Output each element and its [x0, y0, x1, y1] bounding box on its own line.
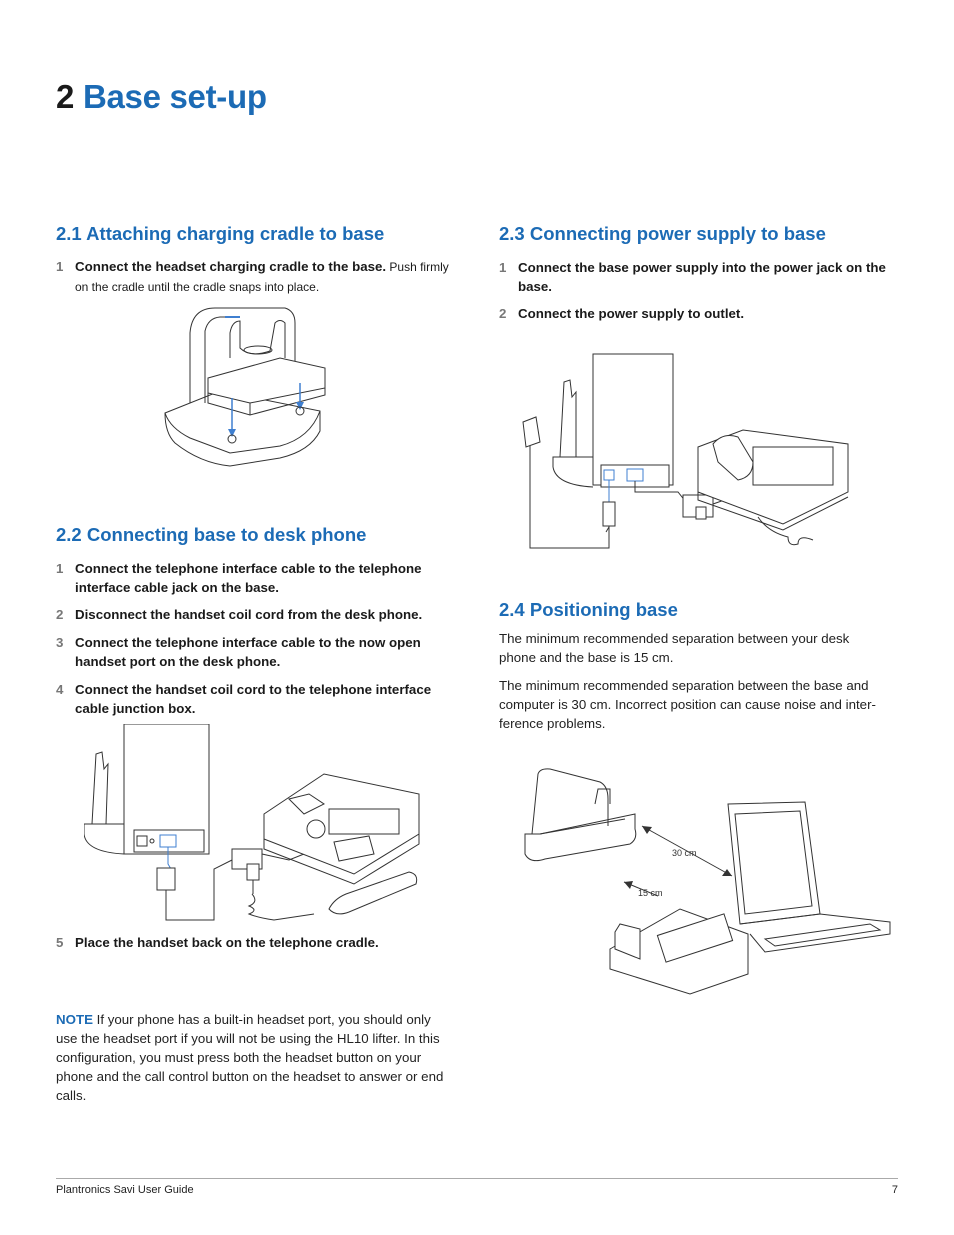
step-text: Connect the telephone interface cable to…: [75, 561, 422, 595]
footer-rule: [56, 1178, 898, 1179]
footer-title: Plantronics Savi User Guide: [56, 1184, 194, 1196]
power-supply-illustration: [518, 352, 863, 552]
step-2-2-2: 2 Disconnect the handset coil cord from …: [56, 605, 456, 624]
step-number: 2: [499, 306, 507, 321]
step-2-2-3: 3 Connect the telephone interface cable …: [56, 633, 456, 671]
section-heading-2-1: 2.1 Attaching charging cradle to base: [56, 223, 385, 244]
note-paragraph: NOTE If your phone has a built-in headse…: [56, 1010, 451, 1105]
step-number: 5: [56, 935, 64, 950]
chapter-title-text: Base set-up: [82, 78, 267, 115]
step-number: 2: [56, 607, 64, 622]
step-text: Connect the telephone interface cable to…: [75, 635, 421, 669]
step-text-bold: Connect the headset charging cradle to t…: [75, 259, 387, 274]
positioning-illustration: 30 cm 15 cm: [520, 764, 892, 999]
step-text-rest: Push firmly on the cradle until the crad…: [75, 260, 449, 294]
desk-phone-connection-illustration: [84, 724, 429, 929]
label-30cm: 30 cm: [672, 848, 697, 858]
step-2-2-5: 5 Place the handset back on the telephon…: [56, 933, 456, 952]
section-heading-2-2: 2.2 Connecting base to desk phone: [56, 524, 367, 545]
step-number: 1: [499, 260, 507, 275]
positioning-paragraph-1: The minimum recommended separation betwe…: [499, 631, 850, 665]
label-15cm: 15 cm: [638, 888, 663, 898]
step-2-3-2: 2 Connect the power supply to outlet.: [499, 304, 894, 323]
step-text: Place the handset back on the telephone …: [75, 935, 379, 950]
step-2-2-4: 4 Connect the handset coil cord to the t…: [56, 680, 461, 718]
step-number: 3: [56, 635, 64, 650]
page-number: 7: [891, 1184, 898, 1196]
step-text: Connect the power supply to outlet.: [518, 306, 745, 321]
note-text: If your phone has a built-in headset por…: [56, 1012, 444, 1103]
step-number: 1: [56, 561, 64, 576]
step-text: Disconnect the handset coil cord from th…: [75, 607, 423, 622]
step-text: Connect the handset coil cord to the tel…: [75, 682, 432, 716]
step-2-3-1: 1 Connect the base power supply into the…: [499, 258, 894, 296]
step-2-1-1: 1 Connect the headset charging cradle to…: [56, 257, 456, 297]
section-heading-2-4: 2.4 Positioning base: [499, 599, 678, 620]
step-text: Connect the base power supply into the p…: [518, 260, 886, 294]
step-number: 1: [56, 259, 64, 274]
page-title: 2 Base set-up: [56, 78, 267, 116]
chapter-number: 2: [56, 78, 75, 115]
step-2-2-1: 1 Connect the telephone interface cable …: [56, 559, 456, 597]
section-heading-2-3: 2.3 Connecting power supply to base: [499, 223, 826, 244]
note-label: NOTE: [56, 1012, 93, 1027]
cradle-attach-illustration: [160, 303, 330, 473]
step-number: 4: [56, 682, 64, 697]
positioning-paragraph-2: The minimum recommended separation betwe…: [499, 678, 876, 731]
